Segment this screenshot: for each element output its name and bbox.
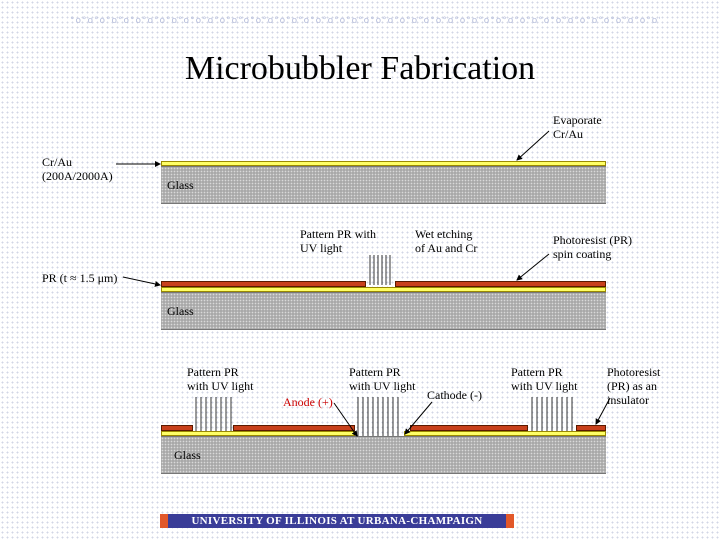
spin-coating-label: Photoresist (PR)spin coating [553,233,633,261]
glass-substrate-1: Glass [161,166,606,204]
photoresist-right [395,281,606,287]
pointer-line [516,130,550,161]
pointer-line [516,253,550,281]
university-banner: UNIVERSITY OF ILLINOIS AT URBANA-CHAMPAI… [160,514,514,528]
photoresist-segment-4 [576,425,606,431]
glass-label: Glass [167,178,194,192]
cr-au-layer [161,287,606,292]
slide-title: Microbubbler Fabrication [184,50,536,87]
anode-label: Anode (+) [283,395,333,409]
university-name: UNIVERSITY OF ILLINOIS AT URBANA-CHAMPAI… [191,515,483,527]
cr-au-layer-label: Cr/Au(200A/2000A) [42,155,113,183]
header-decoration: °o°o°o°o°o°o°o°o°o°o°o°o°o°o°o°o°o°o°o°o… [70,16,660,26]
photoresist-left [161,281,366,287]
glass-label: Glass [174,448,201,462]
cr-au-layer [161,161,606,166]
photoresist-segment-1 [161,425,193,431]
pr-thickness-label: PR (t ≈ 1.5 μm) [42,271,118,285]
glass-substrate-2: Glass [161,292,606,330]
glass-substrate-3: Glass [161,436,606,474]
pointer-line [122,276,161,287]
cathode-label: Cathode (-) [427,388,482,402]
glass-label: Glass [167,304,194,318]
